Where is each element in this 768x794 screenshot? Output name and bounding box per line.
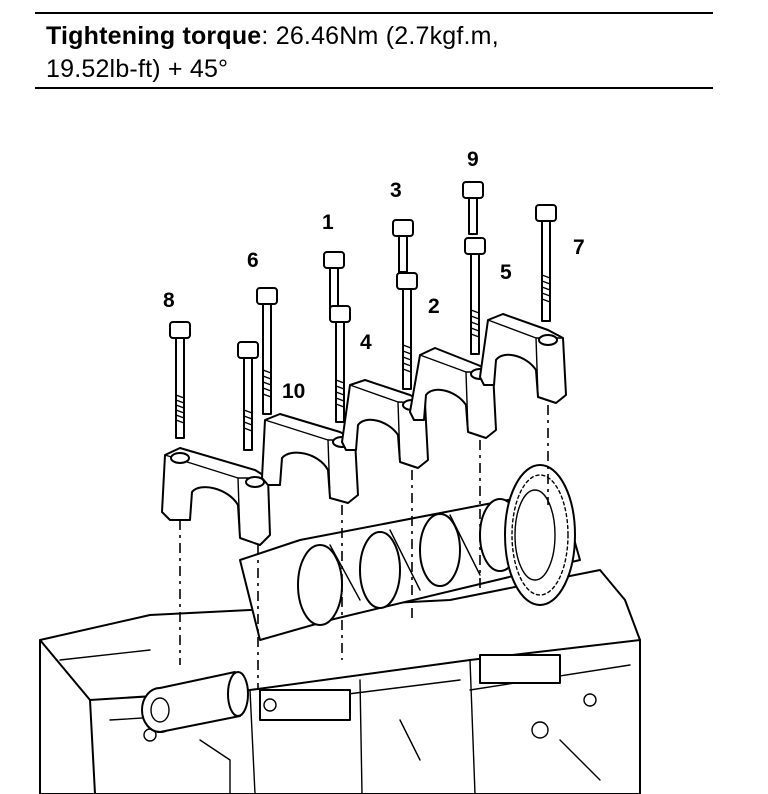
torque-spec: Tightening torque: 26.46Nm (2.7kgf.m, 19… — [46, 20, 499, 86]
bearing-cap-5 — [479, 313, 567, 404]
bottom-rule — [35, 87, 713, 89]
bolts — [169, 181, 557, 451]
bolt-front-right — [237, 341, 259, 451]
label-4: 4 — [360, 331, 372, 354]
bearing-caps — [161, 313, 567, 546]
label-8: 8 — [163, 289, 175, 312]
bolt-5 — [464, 237, 486, 355]
bolt-1 — [323, 251, 345, 309]
bolt-8 — [169, 321, 191, 439]
label-5: 5 — [500, 261, 512, 284]
label-2: 2 — [428, 295, 440, 318]
bolt-7 — [535, 204, 557, 322]
alignment-lines — [179, 405, 549, 690]
label-3: 3 — [390, 179, 402, 202]
torque-spec-line2: 19.52lb-ft) + 45° — [46, 55, 229, 83]
bolt-number-labels: 1 2 3 4 5 6 7 8 9 10 — [163, 148, 585, 403]
bolt-3 — [392, 219, 414, 273]
ring-gear — [504, 464, 576, 606]
label-6: 6 — [247, 249, 259, 272]
torque-value: : 26.46Nm (2.7kgf.m, — [261, 22, 499, 50]
bearing-cap-1 — [161, 447, 271, 546]
top-rule — [35, 12, 713, 14]
torque-spec-line1: Tightening torque: 26.46Nm (2.7kgf.m, — [46, 20, 499, 53]
bolt-9 — [462, 181, 484, 235]
label-1: 1 — [322, 211, 334, 234]
crankshaft — [239, 489, 581, 641]
bolt-10 — [329, 305, 351, 423]
label-9: 9 — [467, 148, 479, 171]
bolt-6 — [256, 287, 278, 415]
torque-label: Tightening torque — [46, 22, 262, 50]
bolt-4 — [396, 272, 418, 390]
label-10: 10 — [282, 380, 305, 403]
cylinder-block — [39, 569, 641, 794]
label-7: 7 — [573, 236, 585, 259]
